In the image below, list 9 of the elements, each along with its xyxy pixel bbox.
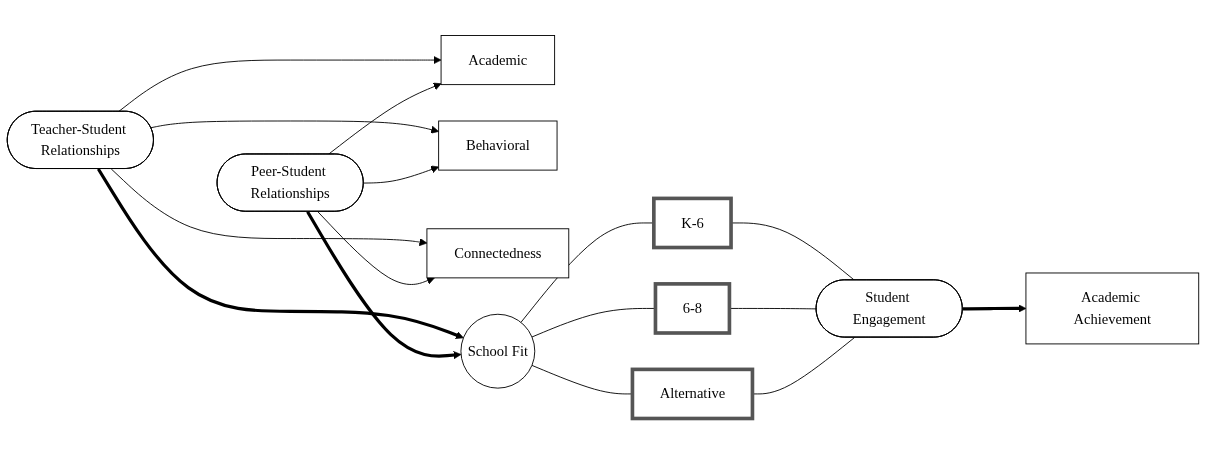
node-box: Behavioral (438, 120, 558, 171)
node-box: K-6 (652, 196, 733, 250)
arrow (962, 304, 1027, 313)
node-box: Alternative (630, 367, 755, 421)
node-circle: School Fit (460, 313, 536, 389)
node-box: Connectedness (426, 228, 570, 279)
node-box: 6-8 (653, 282, 732, 335)
node-box: Academic (440, 35, 556, 86)
node-box: Academic Achievement (1025, 272, 1200, 345)
